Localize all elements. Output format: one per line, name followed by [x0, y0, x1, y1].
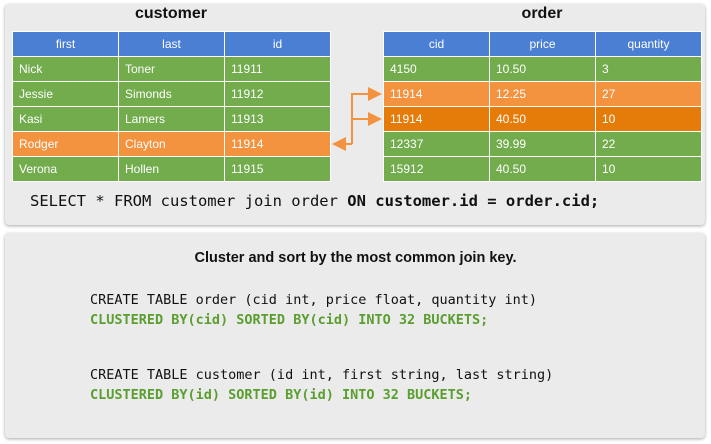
- cell-id: 11915: [224, 156, 331, 182]
- clustering-panel: [5, 233, 705, 438]
- cell-price: 39.99: [489, 131, 596, 157]
- column-header-first: first: [12, 31, 119, 57]
- cell-last: Clayton: [118, 131, 225, 157]
- cell-id: 11913: [224, 106, 331, 132]
- order-table: cid price quantity 4150 10.50 3 11914 12…: [383, 31, 702, 182]
- column-header-id: id: [224, 31, 331, 57]
- query-select-part: SELECT * FROM customer join order: [30, 192, 348, 210]
- order-ddl: CREATE TABLE order (cid int, price float…: [90, 290, 537, 330]
- table-row: 12337 39.99 22: [383, 131, 702, 157]
- table-row: Jessie Simonds 11912: [12, 81, 331, 107]
- section-subtitle: Cluster and sort by the most common join…: [194, 250, 517, 266]
- cell-cid: 12337: [383, 131, 490, 157]
- table-row-highlighted: 11914 12.25 27: [383, 81, 702, 107]
- table-row-highlighted: 11914 40.50 10: [383, 106, 702, 132]
- query-on-clause: ON customer.id = order.cid;: [347, 192, 600, 210]
- cell-last: Simonds: [118, 81, 225, 107]
- cell-first: Jessie: [12, 81, 119, 107]
- cell-quantity: 3: [595, 56, 702, 82]
- customer-table: first last id Nick Toner 11911 Jessie Si…: [12, 31, 331, 182]
- cell-price: 10.50: [489, 56, 596, 82]
- cell-cid: 4150: [383, 56, 490, 82]
- cell-cid: 11914: [383, 81, 490, 107]
- table-row-highlighted: Rodger Clayton 11914: [12, 131, 331, 157]
- join-query: SELECT * FROM customer join order ON cus…: [30, 192, 690, 210]
- cell-last: Toner: [118, 56, 225, 82]
- cell-quantity: 10: [595, 106, 702, 132]
- cell-price: 40.50: [489, 156, 596, 182]
- column-header-price: price: [489, 31, 596, 57]
- customer-header-row: first last id: [12, 31, 331, 57]
- table-row: Nick Toner 11911: [12, 56, 331, 82]
- cell-last: Hollen: [118, 156, 225, 182]
- column-header-cid: cid: [383, 31, 490, 57]
- cell-id: 11912: [224, 81, 331, 107]
- customer-cluster-clause: CLUSTERED BY(id) SORTED BY(id) INTO 32 B…: [90, 387, 473, 403]
- cell-first: Rodger: [12, 131, 119, 157]
- cell-cid: 15912: [383, 156, 490, 182]
- table-row: Kasi Lamers 11913: [12, 106, 331, 132]
- cell-cid: 11914: [383, 106, 490, 132]
- column-header-last: last: [118, 31, 225, 57]
- cell-first: Kasi: [12, 106, 119, 132]
- column-header-quantity: quantity: [595, 31, 702, 57]
- cell-price: 12.25: [489, 81, 596, 107]
- cell-id: 11911: [224, 56, 331, 82]
- customer-table-title: customer: [134, 5, 208, 22]
- order-cluster-clause: CLUSTERED BY(cid) SORTED BY(cid) INTO 32…: [90, 312, 489, 328]
- cell-quantity: 27: [595, 81, 702, 107]
- cell-first: Verona: [12, 156, 119, 182]
- order-create-statement: CREATE TABLE order (cid int, price float…: [90, 292, 538, 308]
- cell-quantity: 22: [595, 131, 702, 157]
- cell-price: 40.50: [489, 106, 596, 132]
- customer-create-statement: CREATE TABLE customer (id int, first str…: [90, 367, 554, 383]
- cell-first: Nick: [12, 56, 119, 82]
- cell-quantity: 10: [595, 156, 702, 182]
- cell-id: 11914: [224, 131, 331, 157]
- table-row: 4150 10.50 3: [383, 56, 702, 82]
- order-table-title: order: [521, 5, 563, 22]
- table-row: 15912 40.50 10: [383, 156, 702, 182]
- table-row: Verona Hollen 11915: [12, 156, 331, 182]
- cell-last: Lamers: [118, 106, 225, 132]
- customer-ddl: CREATE TABLE customer (id int, first str…: [90, 365, 553, 405]
- order-header-row: cid price quantity: [383, 31, 702, 57]
